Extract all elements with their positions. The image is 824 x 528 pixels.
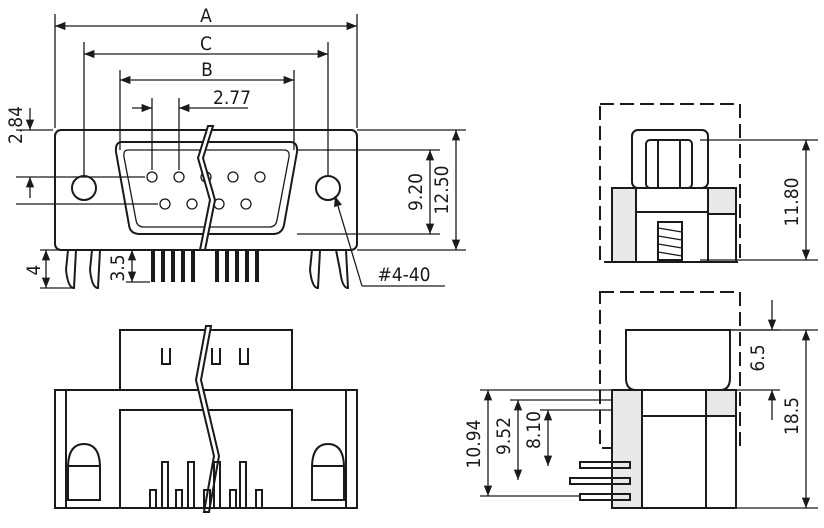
dim-c-label: C — [200, 33, 212, 55]
dim-body-height-label: 12.50 — [431, 166, 453, 215]
break-line — [196, 125, 217, 251]
pin-holes-row-2 — [159, 198, 252, 210]
dim-shell-height-label: 6.5 — [747, 344, 769, 371]
d-shell-inner — [123, 149, 290, 228]
board-locks — [67, 442, 345, 501]
dim-h2-label: 9.52 — [493, 417, 515, 455]
side-view-bottom: 6.5 18.5 10.94 9.52 8.10 — [463, 291, 818, 509]
front-view: A C B 2.77 2.84 9.20 12.50 — [5, 5, 466, 290]
shell-profile — [631, 129, 709, 189]
dim-leg-label: 4 — [23, 265, 45, 276]
dim-hole-spacing-label: 9.20 — [405, 173, 427, 211]
dim-side-height-label: 11.80 — [781, 178, 803, 227]
dim-total-height-label: 18.5 — [781, 397, 803, 435]
shell-side — [625, 329, 731, 391]
side-view-top: 11.80 — [599, 103, 818, 263]
dim-screw-label: #4-40 — [377, 264, 430, 286]
bottom-view — [54, 325, 358, 513]
dim-b-label: B — [201, 59, 213, 81]
dim-pin-label: 3.5 — [107, 254, 129, 281]
dim-pitch-label: 2.77 — [213, 87, 251, 109]
dim-top-offset-label: 2.84 — [5, 106, 27, 144]
dim-h1-label: 10.94 — [463, 420, 485, 469]
break-line-bottom — [194, 325, 221, 513]
pin-holes-row-1 — [146, 171, 266, 183]
pin-stems — [149, 461, 263, 509]
side-pins — [569, 461, 631, 501]
dim-h3-label: 8.10 — [523, 411, 545, 449]
mounting-hole-left — [71, 175, 97, 201]
screw-thread-icon — [657, 221, 683, 261]
contact-pins — [151, 250, 259, 282]
dim-a-label: A — [200, 5, 212, 27]
d-shell-outer — [114, 141, 299, 235]
mounting-hole-right — [315, 175, 341, 201]
shell-slots — [161, 348, 249, 365]
